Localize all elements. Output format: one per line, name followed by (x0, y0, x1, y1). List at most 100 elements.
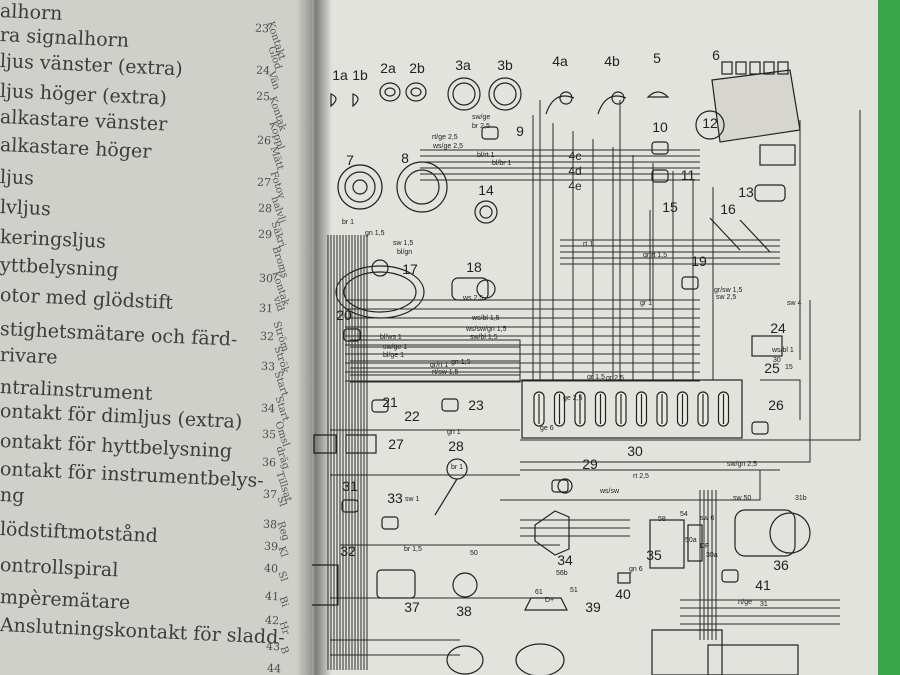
wire-label: br 1,5 (404, 546, 422, 553)
wire-label: 31b (795, 495, 807, 502)
wire-label: sw 1,5 (393, 240, 413, 247)
dome-lamp-icon (646, 91, 670, 98)
wire-label: ge 2,5 (563, 395, 583, 402)
horn-icon (452, 572, 478, 598)
legend-fragment: Start (271, 370, 290, 398)
switch-icon (651, 141, 669, 155)
legend-item: rivare (0, 344, 59, 369)
component-number: 13 (738, 184, 754, 200)
wire-label: ws 2,5 (462, 295, 483, 302)
legend-item: lvljus (0, 196, 52, 221)
wire-label: sw 4 (787, 300, 802, 307)
wire-label: 51 (570, 587, 578, 594)
wire-label: br 1 (342, 219, 354, 226)
component-number: 18 (466, 259, 482, 275)
component-number: 10 (652, 119, 668, 135)
wire-label: gn 6 (629, 566, 643, 573)
component-number: 1b (352, 67, 368, 83)
component-number: 19 (691, 253, 707, 269)
legend-item: ljus (0, 166, 35, 190)
switch-icon (651, 169, 669, 183)
component-number: 6 (712, 47, 720, 63)
connector-block (312, 564, 339, 606)
wiper-icon (709, 217, 741, 251)
switch-icon (381, 516, 399, 530)
wire-label: sw 50 (733, 495, 751, 502)
legend-number: 36 (261, 455, 277, 470)
wire-label: gr 1,5 (587, 374, 605, 381)
wire-label: gr/rt 1,5 (643, 252, 667, 259)
component-number: 28 (448, 438, 464, 454)
component-number: 36 (773, 557, 789, 573)
connector-block (313, 434, 337, 454)
legend-item: ra signalhorn (0, 24, 130, 52)
component-number: 21 (382, 394, 398, 410)
connector-icon (617, 572, 631, 584)
legend-item: ng (0, 484, 25, 508)
legend-item: ontakt för dimljus (extra) (0, 400, 243, 433)
glow-plug (721, 61, 733, 75)
switch-icon (371, 399, 389, 413)
component-number: 33 (387, 490, 403, 506)
component-number: 17 (402, 261, 418, 277)
wire-label: gr 2,5 (606, 375, 624, 382)
legend-item: Anslutningskontakt för sladd- (0, 614, 286, 649)
component-number: 15 (662, 199, 678, 215)
component-number: 38 (456, 603, 472, 619)
wire-label: gn 1,5 (365, 230, 385, 237)
wire-label: 50a (685, 537, 697, 544)
wire-label: br 2,5 (472, 123, 490, 130)
component-number: 14 (478, 182, 494, 198)
speedometer-icon (396, 161, 448, 213)
wire-label: D+ (545, 597, 554, 604)
lamp-icon (545, 95, 575, 115)
legend-number: 32 (259, 329, 275, 344)
glow-plug (749, 61, 761, 75)
switch-icon (343, 328, 361, 342)
legend-item: keringsljus (0, 226, 107, 253)
component-number: 2a (380, 60, 396, 76)
regulator-icon (649, 519, 685, 569)
legend-fragment: Reg (274, 520, 292, 543)
component-number: 23 (468, 397, 484, 413)
wiper-icon (739, 219, 771, 253)
legend-item: ontrollspiral (0, 554, 119, 582)
component-number: 4b (604, 53, 620, 69)
wire-label: DF (700, 543, 709, 550)
wire-label: ws/sw/gn 1,5 (465, 326, 507, 333)
legend-item: lödstiftmotstånd (0, 518, 159, 548)
switch-icon (681, 276, 699, 290)
component-number: 4a (552, 53, 568, 69)
wire-label: bl/br 1 (492, 160, 512, 167)
starter-icon (734, 509, 796, 557)
wire-label: rt 2,5 (633, 473, 649, 480)
headlamp-icon (488, 77, 522, 111)
legend-number: 44 (266, 661, 281, 675)
battery-icon (707, 644, 799, 675)
component-number: 32 (340, 543, 356, 559)
headlamp-icon (447, 77, 481, 111)
book-gutter (296, 0, 332, 675)
glow-plug (763, 61, 775, 75)
headlamp-icon (405, 82, 427, 102)
wire-label: 30a (706, 552, 718, 559)
component-number: 37 (404, 599, 420, 615)
connector-block (345, 434, 377, 454)
wire-label: 56b (556, 570, 568, 577)
switch-icon (551, 479, 569, 493)
sub-component-label: 4d (568, 164, 581, 178)
component-number: 8 (401, 150, 409, 166)
legend-item: mpèremätare (0, 586, 131, 614)
ammeter-icon (474, 200, 498, 224)
component-number: 22 (404, 408, 420, 424)
wire-label: rt 1 (583, 241, 593, 248)
glow-plug (735, 61, 747, 75)
gauge-icon (337, 164, 383, 210)
legend-item: ontakt för hyttbelysning (0, 430, 233, 463)
legend-fragment: Vän (265, 70, 282, 92)
switch-icon (721, 569, 739, 583)
wire-label: sw 6 (700, 515, 715, 522)
component-number: 7 (346, 152, 354, 168)
